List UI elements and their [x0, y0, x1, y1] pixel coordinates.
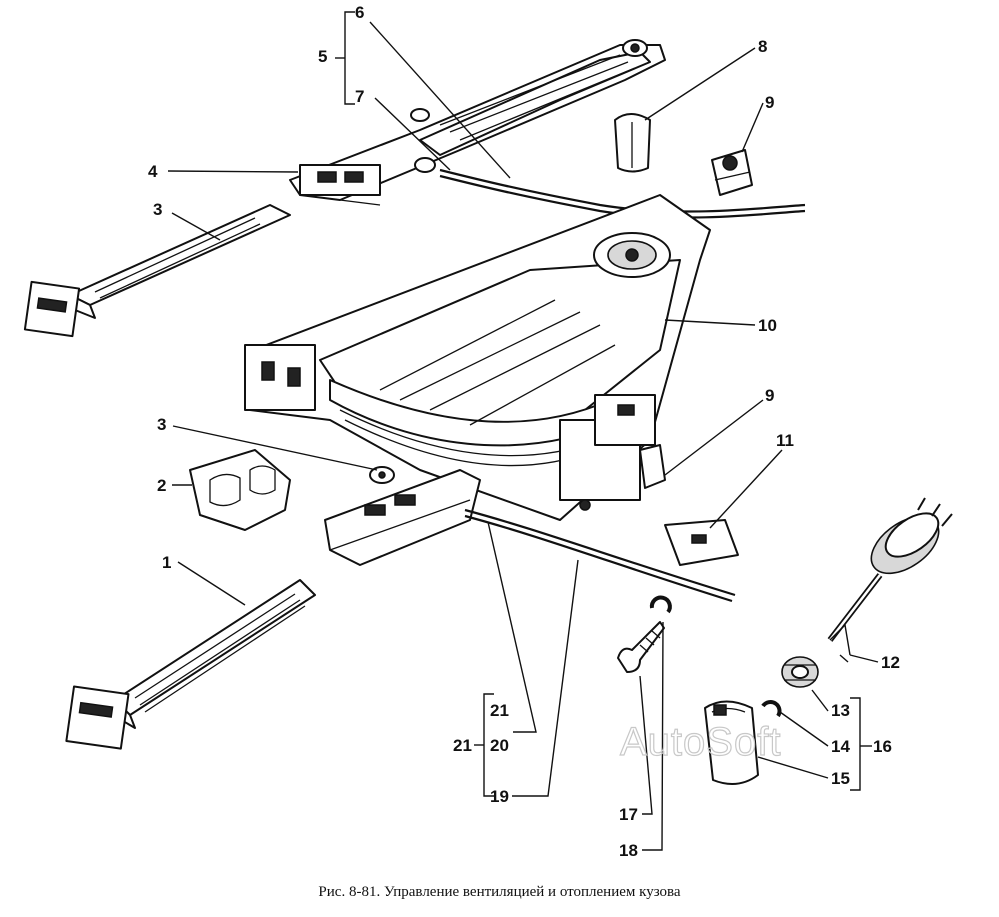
part-knob-sleeve: [614, 113, 651, 173]
label-9-upper: 9: [765, 93, 774, 112]
leader-lines: [167, 11, 879, 851]
label-3-upper: 3: [153, 200, 162, 219]
label-21-upper: 21: [490, 701, 509, 720]
callout-labels: 6 5 7 4 3 8 9 10 9 3 2 11 1 12 13 14 16 …: [148, 3, 900, 860]
part-upper-cable: [439, 168, 806, 213]
part-lever-assembly: [289, 39, 666, 206]
label-14: 14: [831, 737, 850, 756]
label-21-left: 21: [453, 736, 472, 755]
label-5: 5: [318, 47, 327, 66]
part-spring-washer: [649, 595, 672, 614]
watermark-text: AutoSoft: [620, 720, 781, 764]
part-bracket: [189, 449, 291, 531]
label-10: 10: [758, 316, 777, 335]
label-15: 15: [831, 769, 850, 788]
label-19: 19: [490, 787, 509, 806]
label-7: 7: [355, 87, 364, 106]
part-lower-cable: [464, 508, 736, 597]
label-9-lower: 9: [765, 386, 774, 405]
part-clip-lower: [639, 444, 666, 489]
part-knob: [704, 700, 759, 785]
label-4: 4: [148, 162, 158, 181]
part-washer: [761, 700, 782, 718]
part-clip-upper: [711, 149, 753, 196]
label-2: 2: [157, 476, 166, 495]
part-lower-slider: [324, 466, 481, 566]
label-3-lower: 3: [157, 415, 166, 434]
label-12: 12: [881, 653, 900, 672]
label-13: 13: [831, 701, 850, 720]
part-small-block: [664, 519, 739, 566]
label-6: 6: [355, 3, 364, 22]
label-11: 11: [776, 431, 794, 450]
part-main-frame: [244, 194, 711, 521]
label-1: 1: [162, 553, 171, 572]
part-switch: [827, 497, 953, 642]
label-8: 8: [758, 37, 767, 56]
part-screw: [617, 621, 665, 673]
label-18: 18: [619, 841, 638, 860]
label-16: 16: [873, 737, 892, 756]
label-20: 20: [490, 736, 509, 755]
figure-caption: Рис. 8-81. Управление вентиляцией и отоп…: [318, 884, 681, 900]
label-17: 17: [619, 805, 638, 824]
part-slider-plate-lower: [65, 579, 316, 750]
part-nut: [781, 656, 819, 688]
part-slider-plate-upper: [23, 204, 291, 338]
